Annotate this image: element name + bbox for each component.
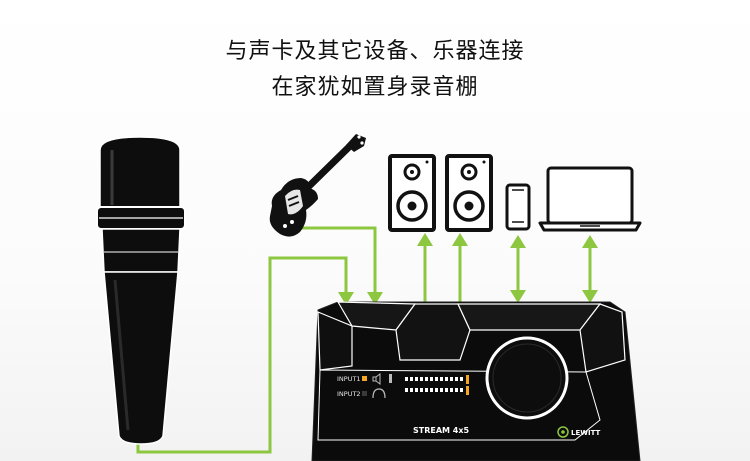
speaker-left-arrow — [417, 233, 433, 246]
headline-line-1: 与声卡及其它设备、乐器连接 — [225, 39, 525, 64]
speaker-output-icon — [372, 373, 381, 385]
smartphone-icon — [505, 183, 531, 231]
microphone-icon — [96, 136, 186, 445]
audio-interface-icon: INPUT1 INPUT2 — [311, 301, 641, 461]
meter-peak-led-2 — [466, 386, 469, 395]
electric-guitar-icon — [269, 134, 366, 237]
headphone-icon — [372, 388, 386, 399]
mic-input-arrow — [338, 292, 354, 305]
studio-speaker-right-icon — [445, 154, 493, 232]
laptop-down-arrow — [582, 290, 598, 303]
brand-name: LEWITT — [571, 429, 601, 437]
input2-label: INPUT2 — [337, 390, 361, 398]
headline-line-2: 在家犹如置身录音棚 — [271, 75, 479, 100]
phone-up-arrow — [510, 235, 526, 248]
speaker-right-arrow — [452, 233, 468, 246]
input2-led — [362, 391, 367, 396]
studio-speaker-left-icon — [388, 154, 436, 232]
model-name: STREAM 4x5 — [413, 426, 470, 435]
volume-knob — [485, 336, 569, 420]
guitar-cable-line — [300, 226, 377, 294]
mic-cable-line — [136, 256, 348, 454]
headline: 与声卡及其它设备、乐器连接 在家犹如置身录音棚 — [0, 34, 750, 106]
laptop-icon — [538, 166, 642, 232]
guitar-input-arrow — [367, 292, 383, 305]
brand-logo-icon — [557, 426, 569, 438]
input1-led — [362, 376, 367, 381]
monitor-indicator-icon — [389, 374, 392, 383]
input1-label: INPUT1 — [337, 375, 361, 383]
connection-lines — [136, 226, 598, 461]
meter-peak-led — [466, 375, 469, 384]
phone-down-arrow — [510, 290, 526, 303]
laptop-up-arrow — [582, 235, 598, 248]
level-meter — [405, 377, 463, 392]
